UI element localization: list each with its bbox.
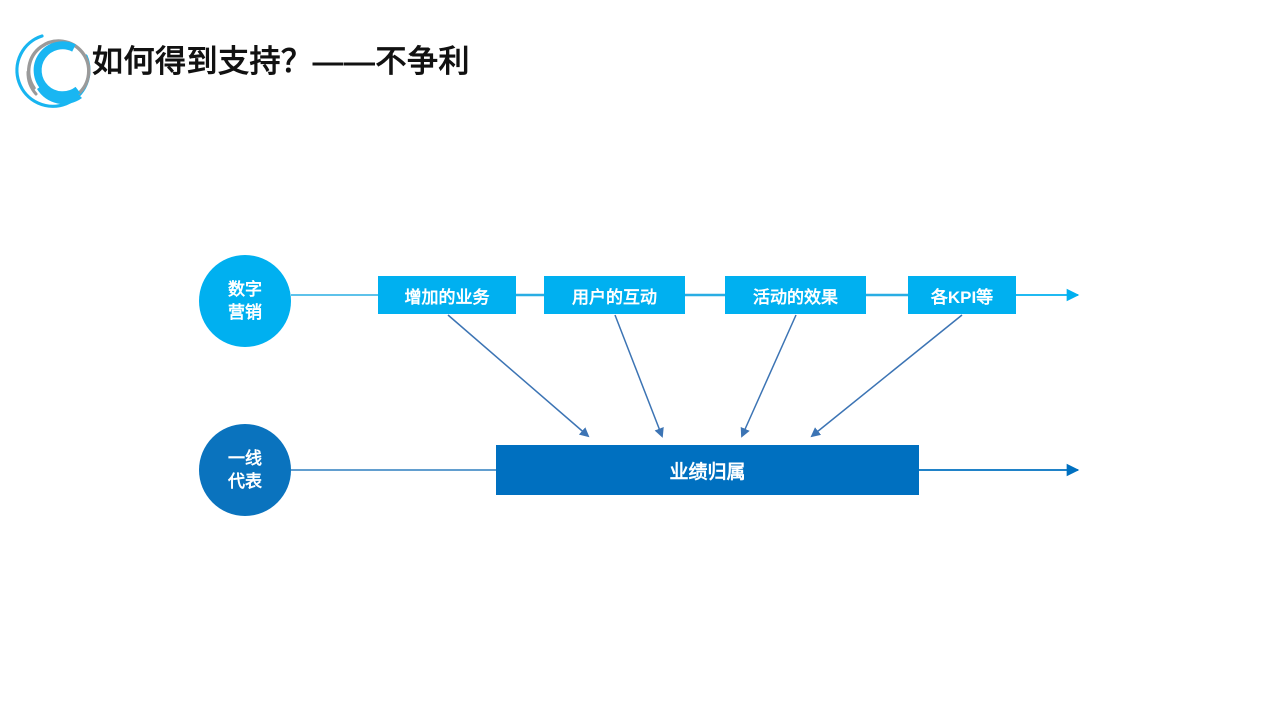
box-user-interaction[interactable]: 用户的互动 xyxy=(544,276,685,314)
node-frontline-rep-line2: 代表 xyxy=(228,472,262,491)
circular-arc-logo xyxy=(12,26,100,114)
node-digital-marketing-line1: 数字 xyxy=(228,280,262,299)
box-kpi-etc-label: 各KPI等 xyxy=(930,287,994,307)
bar-performance-attribution-label: 业绩归属 xyxy=(669,461,746,483)
box-campaign-effect[interactable]: 活动的效果 xyxy=(725,276,866,314)
node-frontline-rep-line1: 一线 xyxy=(228,449,262,468)
arrow-increased-business-to-bar xyxy=(447,314,590,438)
arrow-campaign-effect-to-bar xyxy=(740,314,797,438)
converging-arrows xyxy=(447,314,963,438)
arrow-kpi-to-bar xyxy=(810,314,963,438)
box-user-interaction-label: 用户的互动 xyxy=(572,287,657,307)
box-campaign-effect-label: 活动的效果 xyxy=(753,287,838,307)
page-title: 如何得到支持？——不争利 xyxy=(92,44,470,79)
box-increased-business-label: 增加的业务 xyxy=(404,287,490,307)
node-digital-marketing-line2: 营销 xyxy=(228,303,262,322)
box-kpi-etc[interactable]: 各KPI等 xyxy=(908,276,1016,314)
box-increased-business[interactable]: 增加的业务 xyxy=(378,276,516,314)
bar-performance-attribution[interactable]: 业绩归属 xyxy=(496,445,919,495)
slide-header: 如何得到支持？——不争利 xyxy=(0,0,1280,130)
arrow-user-interaction-to-bar xyxy=(614,314,664,438)
node-frontline-rep[interactable]: 一线 代表 xyxy=(199,424,291,516)
node-digital-marketing[interactable]: 数字 营销 xyxy=(199,255,291,347)
